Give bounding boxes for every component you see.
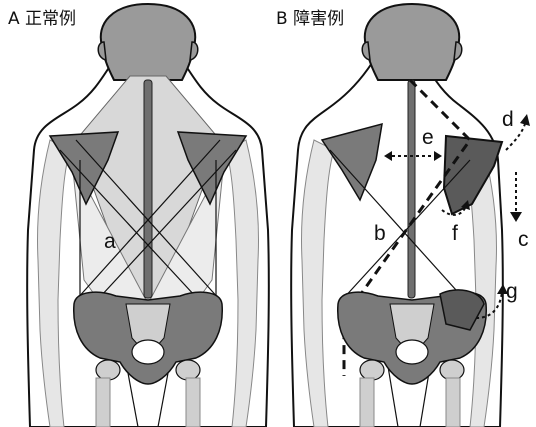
disorder-right-hip-joint xyxy=(440,360,464,380)
normal-right-hip-joint xyxy=(176,360,200,380)
normal-spine xyxy=(144,80,152,298)
panel-disorder: B 障害例 xyxy=(276,4,530,427)
label-g: g xyxy=(506,280,518,303)
panel-normal: A 正常例 xyxy=(8,4,269,427)
disorder-left-femur xyxy=(360,378,374,427)
arrowhead-c xyxy=(510,212,522,222)
panel-disorder-title: B 障害例 xyxy=(276,9,344,29)
label-a: a xyxy=(104,230,116,253)
disorder-head xyxy=(365,4,459,80)
label-b: b xyxy=(374,222,386,245)
label-e: e xyxy=(422,126,434,149)
label-f: f xyxy=(452,222,458,245)
normal-left-hip-joint xyxy=(96,360,120,380)
label-d: d xyxy=(502,108,514,131)
arrowhead-d xyxy=(520,114,530,126)
normal-head xyxy=(101,4,195,80)
normal-pelvic-opening xyxy=(132,340,164,364)
disorder-pelvic-opening xyxy=(396,340,428,364)
label-c: c xyxy=(518,228,529,251)
disorder-right-ear xyxy=(454,42,462,60)
panel-normal-title: A 正常例 xyxy=(8,9,76,29)
disorder-spine xyxy=(408,80,415,298)
disorder-left-ear xyxy=(362,42,370,60)
normal-right-ear xyxy=(190,42,198,60)
normal-right-femur xyxy=(186,378,200,427)
normal-left-femur xyxy=(96,378,110,427)
disorder-left-hip-joint xyxy=(360,360,384,380)
disorder-right-femur xyxy=(446,378,460,427)
normal-left-ear xyxy=(98,42,106,60)
